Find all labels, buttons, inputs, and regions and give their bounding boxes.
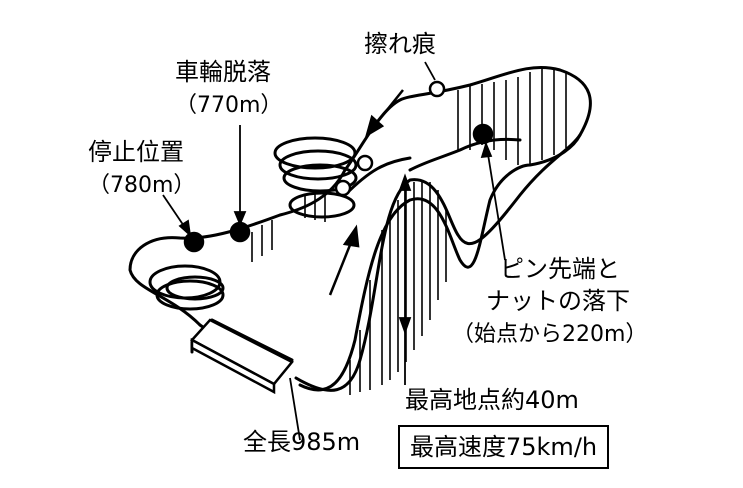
loop-lower-3 [165,275,225,301]
label-stop-position: 停止位置 [88,138,184,166]
marker-pin-drop [472,123,494,145]
marker-open-2 [334,179,352,197]
label-wheel-fall: 車輪脱落 [175,58,271,86]
label-pin-line3: （始点から220m） [452,322,648,347]
label-wheel-fall-dist: （770m） [175,93,283,118]
arrow-down-left-icon [364,114,385,138]
marker-open-1 [356,154,374,172]
loop-lower-2 [155,279,225,311]
helix-2 [278,149,358,181]
label-max-height: 最高地点約40m [405,386,579,414]
label-total-length: 全長985m [243,428,361,456]
helix-3 [282,163,358,193]
direction-arrows [328,89,404,296]
helix-1 [273,136,357,170]
marker-stop [183,231,205,253]
station-box-front [190,337,276,395]
arrow-up-icon [342,224,360,248]
marker-scrape [428,80,446,98]
callout-leaders [162,61,506,441]
helix-4 [288,191,356,219]
label-max-speed: 最高速度75km/h [398,425,610,469]
label-pin-line1: ピン先端と [500,255,620,283]
label-stop-dist: （780m） [88,173,196,198]
label-pin-line2: ナットの落下 [486,287,630,315]
support-lines [251,68,567,395]
label-scrape-marks: 擦れ痕 [364,30,436,58]
